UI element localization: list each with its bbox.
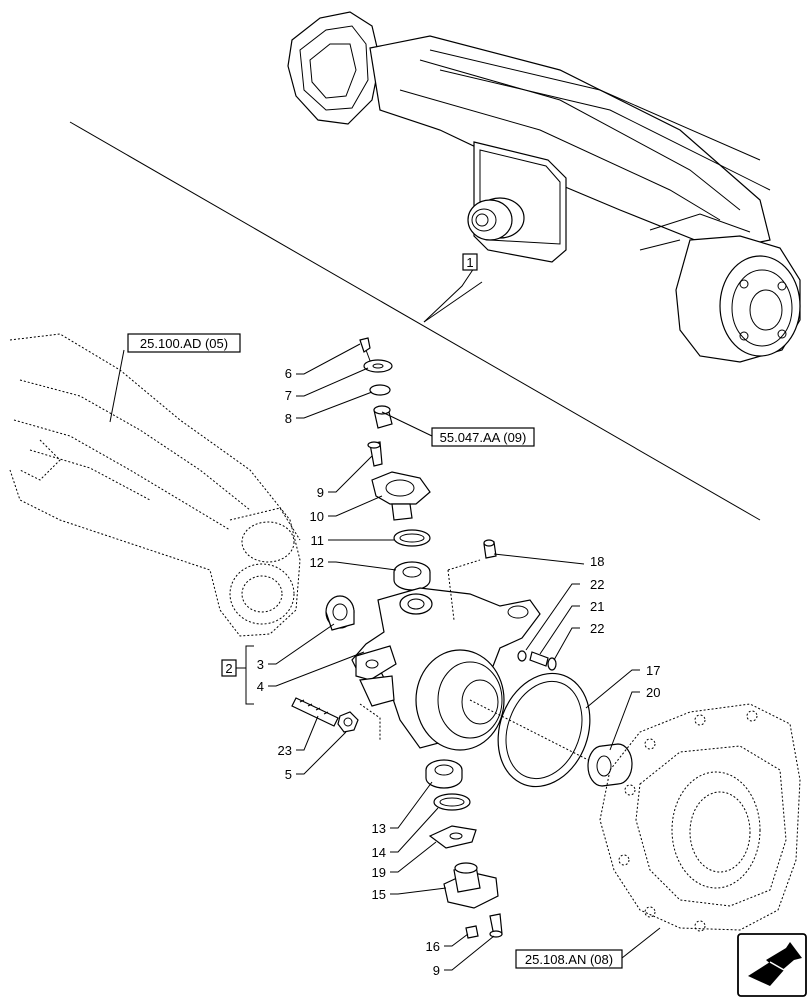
callout-4: 4 — [257, 679, 264, 694]
leader-7 — [296, 367, 369, 397]
king-pin-lower-group — [425, 759, 503, 939]
callout-12: 12 — [310, 555, 324, 570]
part-3-bushing — [325, 595, 355, 631]
leader-hub-carrier — [621, 927, 661, 959]
callout-22b: 22 — [590, 621, 604, 636]
leader-8 — [296, 391, 373, 419]
leader-9a — [328, 455, 373, 493]
leader-20 — [609, 691, 640, 751]
ref-axle-housing: 25.100.AD (05) — [140, 336, 228, 351]
ref-hub-carrier: 25.108.AN (08) — [525, 952, 613, 967]
callout-11: 11 — [311, 533, 325, 548]
steering-knuckle — [351, 587, 541, 751]
hub-carrier-dotted — [599, 703, 801, 932]
callout-15: 15 — [372, 887, 386, 902]
leader-4 — [268, 651, 365, 687]
leader-23 — [296, 715, 319, 751]
king-pin-upper-group — [359, 337, 431, 591]
leader-9b — [444, 935, 495, 971]
stud-axis — [359, 703, 381, 740]
leader-6 — [296, 343, 361, 375]
callout-10: 10 — [310, 509, 324, 524]
callout-8: 8 — [285, 411, 292, 426]
front-axle-overview — [287, 11, 801, 363]
leader-12 — [328, 561, 397, 571]
leader-5 — [296, 731, 347, 775]
leader-13 — [390, 781, 433, 829]
ref-hub-carrier-frame — [515, 949, 623, 969]
ref-axle-housing-frame — [127, 333, 241, 353]
knuckle-center-axis — [447, 559, 481, 621]
leader-axle-housing — [109, 349, 125, 423]
leader-21 — [539, 605, 580, 655]
boxed-label-2: 2 — [225, 661, 232, 676]
leader-king-pin — [381, 411, 433, 437]
callout-22a: 22 — [590, 577, 604, 592]
boxed-label-1: 1 — [466, 255, 473, 270]
callout-7: 7 — [285, 388, 292, 403]
callout-19: 19 — [372, 865, 386, 880]
leader-16 — [444, 933, 469, 947]
callout-18: 18 — [590, 554, 604, 569]
boxed-label-1-frame — [462, 253, 478, 271]
callout-13: 13 — [372, 821, 386, 836]
ref-king-pin-frame — [431, 427, 535, 447]
hub-axis — [469, 699, 609, 771]
separator-line — [69, 121, 761, 521]
leader-17 — [585, 669, 640, 709]
callout-6: 6 — [285, 366, 292, 381]
part-5-nut — [337, 711, 359, 733]
callout-3: 3 — [257, 657, 264, 672]
leader-3 — [268, 623, 335, 665]
leader-10 — [328, 495, 383, 517]
leader-14 — [390, 807, 439, 853]
axle-housing-dotted — [9, 333, 301, 637]
leader-18 — [493, 553, 585, 565]
callout-16: 16 — [426, 939, 440, 954]
part-23-stud — [291, 697, 339, 727]
leader-1b — [423, 281, 483, 323]
leader-15 — [390, 887, 447, 895]
assembly-2-bracket — [236, 645, 254, 705]
part-21-22-pins — [517, 650, 557, 671]
callout-9b: 9 — [433, 963, 440, 978]
leader-1 — [423, 267, 475, 323]
callout-14: 14 — [372, 845, 386, 860]
callout-5: 5 — [285, 767, 292, 782]
callout-23: 23 — [278, 743, 292, 758]
leader-22a — [525, 583, 580, 651]
callout-20: 20 — [646, 685, 660, 700]
leader-22b — [553, 627, 580, 661]
part-17-seal-ring — [497, 672, 591, 788]
next-page-arrow-icon[interactable] — [737, 933, 807, 997]
callout-17: 17 — [646, 663, 660, 678]
ref-king-pin: 55.047.AA (09) — [440, 430, 527, 445]
part-18-grease-nipple — [483, 539, 497, 559]
leader-19 — [390, 841, 437, 873]
callout-21: 21 — [590, 599, 604, 614]
callout-9a: 9 — [317, 485, 324, 500]
